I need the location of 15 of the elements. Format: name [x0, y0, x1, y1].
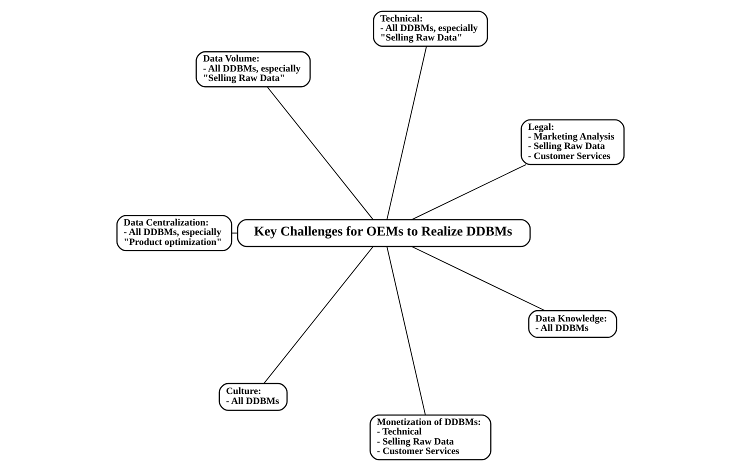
connector	[266, 86, 374, 220]
connector	[386, 46, 426, 220]
connector	[410, 164, 526, 220]
node-box: Monetization of DDBMs: - Technical - Selling Raw Data - Customer Services	[369, 414, 491, 460]
node-box: Data Centralization: - All DDBMs, especially "Product optimization"	[116, 215, 232, 252]
connector	[230, 232, 238, 234]
node-box: Culture: - All DDBMs	[218, 382, 288, 411]
node-box: Data Volume: - All DDBMs, especially "Selling Raw Data"	[195, 51, 310, 88]
connector	[410, 246, 545, 311]
node-box: Key Challenges for OEMs to Realize DDBMs	[236, 219, 530, 248]
connector	[263, 246, 374, 384]
node-box: Data Knowledge: - All DDBMs	[528, 310, 617, 338]
node-box: Technical: - All DDBMs, especially "Selling Raw Data"	[372, 10, 488, 47]
node-box: Legal: - Marketing Analysis - Selling Raw Data - Customer Services	[520, 119, 624, 166]
connector	[386, 246, 426, 416]
